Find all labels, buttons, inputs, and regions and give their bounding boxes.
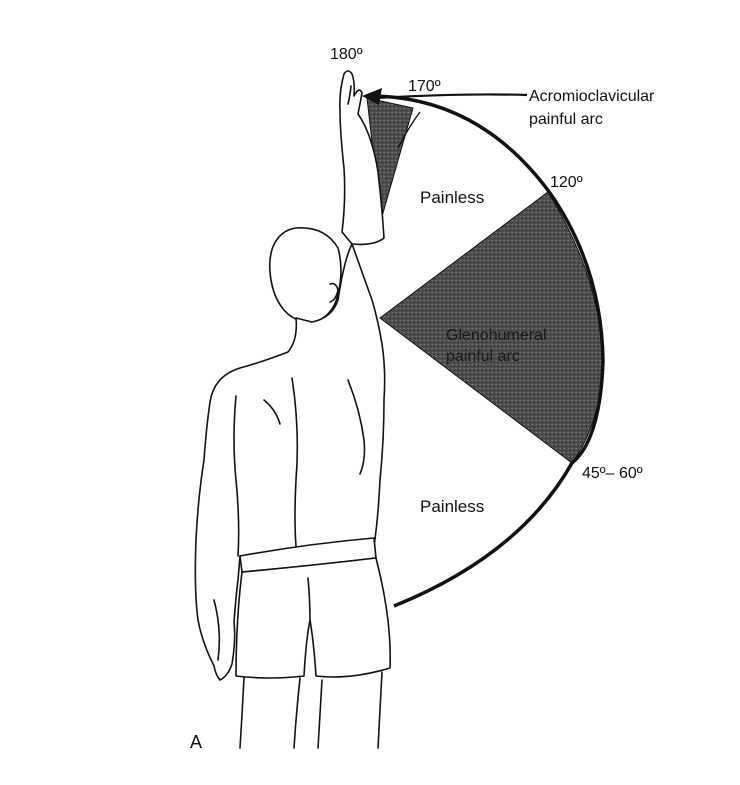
acromioclavicular-label-line1: Acromioclavicular xyxy=(529,88,655,105)
painless-lower-label: Painless xyxy=(420,497,484,516)
glenohumeral-label-line1: Glenohumeral xyxy=(446,327,547,344)
angle-120-label: 120º xyxy=(550,174,583,191)
figure-label: A xyxy=(190,732,202,752)
painless-upper-label: Painless xyxy=(420,188,484,207)
angle-170-label: 170º xyxy=(408,78,441,95)
angle-45-60-label: 45º– 60º xyxy=(582,465,643,482)
acromioclavicular-label-line2: painful arc xyxy=(529,111,603,128)
raised-arm-figure xyxy=(195,71,390,748)
glenohumeral-label-line2: painful arc xyxy=(446,348,520,365)
angle-180-label: 180º xyxy=(330,46,363,63)
